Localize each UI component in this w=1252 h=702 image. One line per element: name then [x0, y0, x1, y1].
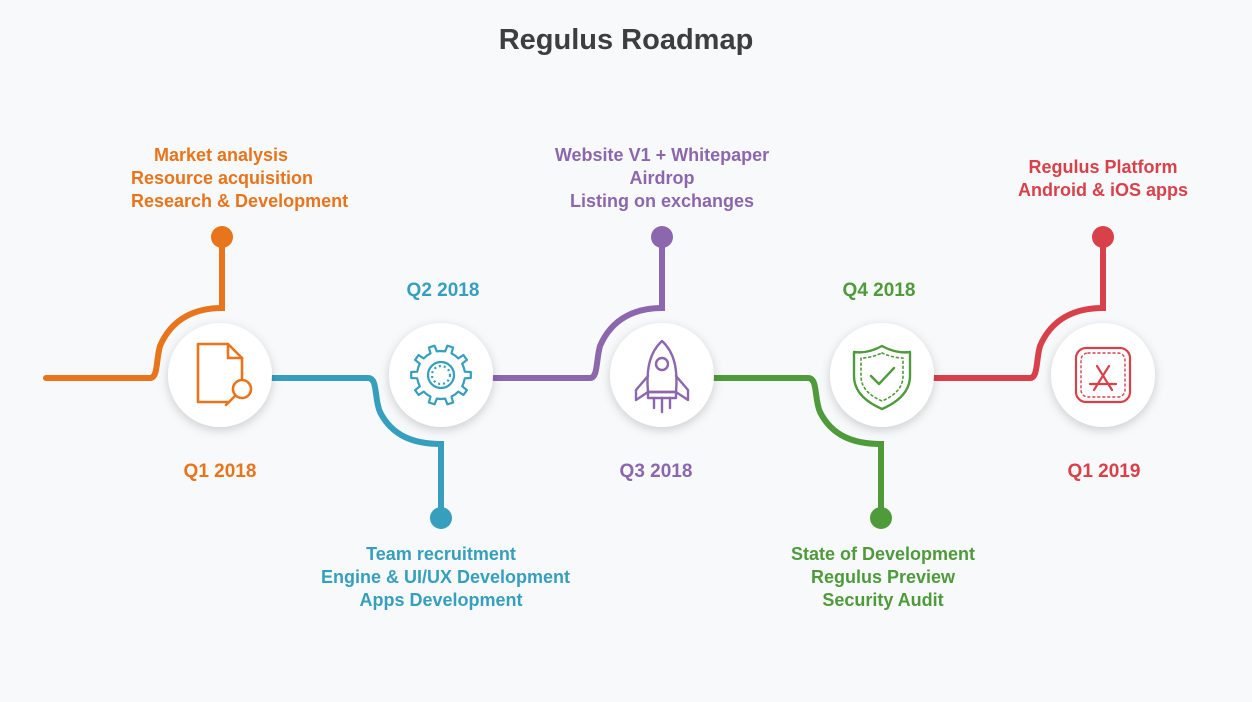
- milestone-item: Market analysis: [153, 145, 289, 165]
- milestone-item: Resource acquisition: [131, 168, 314, 188]
- period-label-q4-2018: Q4 2018: [842, 280, 916, 301]
- timeline-segment-q1-2019: [931, 234, 1106, 381]
- gear-icon: [410, 344, 472, 406]
- connector-dot-q1-2019: [1092, 226, 1114, 248]
- milestone-items-q1-2018: Market analysis Resource acquisition Res…: [131, 144, 349, 213]
- connector-dot-q1-2018: [211, 226, 233, 248]
- milestone-item: Apps Development: [359, 590, 523, 610]
- period-label-q2-2018: Q2 2018: [406, 280, 480, 301]
- milestone-items-q3-2018: Website V1 + Whitepaper Airdrop Listing …: [552, 144, 772, 213]
- milestone-item: Engine & UI/UX Development: [321, 567, 571, 587]
- period-label-q1-2019: Q1 2019: [1067, 461, 1141, 482]
- timeline-segment-q3-2018: [491, 234, 665, 381]
- milestone-item: Airdrop: [629, 168, 695, 188]
- timeline-segment-q4-2018: [711, 375, 884, 521]
- connector-dot-q3-2018: [651, 226, 673, 248]
- milestone-item: Android & iOS apps: [1017, 180, 1188, 200]
- connector-dot-q4-2018: [870, 507, 892, 529]
- node-circle-q1-2018: [168, 323, 272, 427]
- milestone-items-q1-2019: Regulus Platform Android & iOS apps: [998, 156, 1208, 202]
- milestone-item: Regulus Platform: [1028, 157, 1178, 177]
- milestone-item: Research & Development: [131, 191, 349, 211]
- node-circle-q4-2018: [830, 323, 934, 427]
- period-label-q3-2018: Q3 2018: [619, 461, 693, 482]
- milestone-item: Website V1 + Whitepaper: [554, 145, 770, 165]
- node-circle-q2-2018: [389, 323, 493, 427]
- milestone-item: Team recruitment: [366, 544, 516, 564]
- timeline-segment-q1-2018: [43, 234, 225, 381]
- timeline-segment-q2-2018: [269, 375, 444, 521]
- page-title: Regulus Roadmap: [498, 24, 754, 56]
- rocket-icon: [634, 339, 690, 414]
- milestone-item: Security Audit: [822, 590, 944, 610]
- shield-check-icon: [852, 344, 912, 411]
- period-label-q1-2018: Q1 2018: [183, 461, 257, 482]
- milestone-items-q2-2018: Team recruitment Engine & UI/UX Developm…: [321, 543, 571, 612]
- milestone-item: State of Development: [790, 544, 976, 564]
- milestone-item: Listing on exchanges: [569, 191, 755, 211]
- milestone-items-q4-2018: State of Development Regulus Preview Sec…: [773, 543, 993, 612]
- app-store-icon: [1074, 346, 1132, 404]
- connector-dot-q2-2018: [430, 507, 452, 529]
- document-search-icon: [196, 342, 253, 407]
- milestone-item: Regulus Preview: [810, 567, 956, 587]
